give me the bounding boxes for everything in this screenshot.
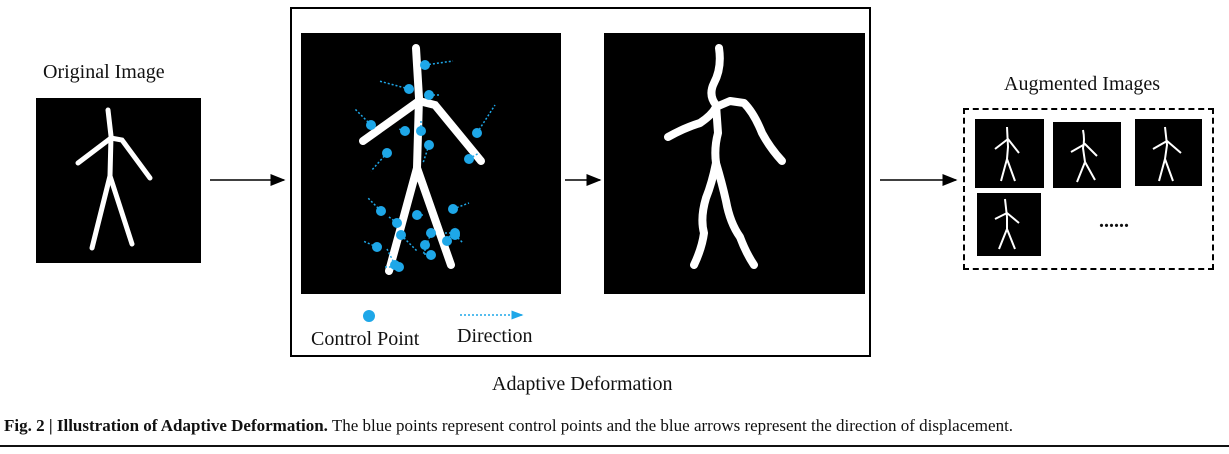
adaptive-deformation-box — [290, 7, 871, 357]
control-point-label: Control Point — [311, 328, 420, 350]
direction-arrow — [422, 144, 430, 164]
caption-rule — [0, 445, 1229, 447]
augmented-figure-2 — [1070, 129, 1098, 183]
augmented-thumb-3 — [1135, 119, 1202, 186]
original-image-label: Original Image — [43, 61, 165, 83]
original-stick-figure — [75, 107, 153, 251]
direction-label: Direction — [457, 325, 533, 347]
augmented-images-box — [963, 108, 1214, 270]
augmented-thumb-2 — [1053, 122, 1121, 188]
direction-arrow — [446, 226, 456, 242]
augmented-figure-4 — [994, 198, 1020, 250]
augmented-figure-3 — [1152, 126, 1182, 182]
adaptive-deformation-label: Adaptive Deformation — [492, 373, 673, 395]
augmented-figure-1 — [994, 126, 1020, 182]
direction-arrow — [388, 216, 398, 224]
direction-arrow — [424, 60, 454, 66]
original-image — [36, 98, 201, 263]
ellipsis: ...... — [1099, 210, 1129, 232]
deformed-panel — [604, 33, 865, 294]
control-point-legend-dot — [363, 310, 375, 322]
deformed-stick-figure — [664, 44, 786, 269]
direction-arrow — [452, 202, 470, 210]
caption-text: The blue points represent control points… — [327, 416, 1014, 435]
direction-arrow — [468, 152, 480, 160]
caption-fig-number: Fig. 2 | — [4, 416, 57, 435]
augmented-thumb-1 — [975, 119, 1044, 188]
direction-arrow — [370, 152, 388, 172]
direction-arrow — [398, 128, 406, 132]
augmented-thumb-4 — [977, 193, 1041, 256]
direction-arrow — [386, 248, 396, 266]
control-points-figure — [354, 44, 496, 275]
control-points-panel — [301, 33, 561, 294]
caption-title: Illustration of Adaptive Deformation. — [56, 416, 328, 435]
direction-arrow — [366, 196, 382, 212]
figure-caption: Fig. 2 | Illustration of Adaptive Deform… — [4, 416, 1013, 436]
augmented-images-label: Augmented Images — [1004, 73, 1161, 95]
direction-arrow — [362, 240, 378, 248]
direction-arrow — [476, 104, 496, 134]
direction-arrow — [454, 234, 464, 244]
direction-arrow — [378, 80, 410, 90]
